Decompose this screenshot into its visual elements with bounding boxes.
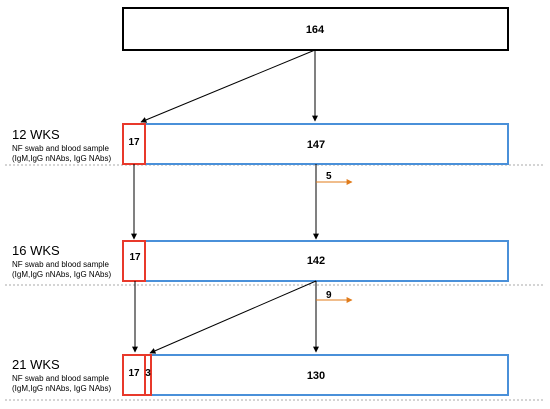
red-box-21wks-value: 17 (128, 368, 140, 379)
arrow-top-to-red-12 (140, 49, 316, 123)
top-box-value: 164 (306, 24, 325, 36)
stage-label-21wks: 21 WKS NF swab and blood sample (IgM,IgG… (12, 357, 142, 394)
red-box-16wks (122, 240, 146, 282)
blue-box-12wks-value: 147 (307, 139, 325, 151)
blue-box-21wks (122, 354, 509, 396)
red-box-12wks-value: 17 (128, 137, 140, 148)
blue-box-16wks-value: 142 (307, 255, 325, 267)
arrow-blue-16-to-red2-21 (149, 280, 317, 354)
dropout-value-9: 9 (326, 290, 332, 301)
red-box-16wks-value: 17 (129, 252, 141, 263)
stage-label-16wks: 16 WKS NF swab and blood sample (IgM,IgG… (12, 243, 142, 280)
top-box (122, 7, 509, 51)
stage-description-16wks: NF swab and blood sample (IgM,IgG nNAbs,… (12, 260, 112, 279)
stage-label-12wks: 12 WKS NF swab and blood sample (IgM,IgG… (12, 127, 142, 164)
dropout-value-5: 5 (326, 171, 332, 182)
red2-box-21wks (144, 354, 152, 396)
stage-description-21wks: NF swab and blood sample (IgM,IgG nNAbs,… (12, 374, 112, 393)
red2-box-21wks-value: 3 (145, 368, 151, 379)
stage-title-12wks: 12 WKS (12, 127, 60, 142)
stage-title-21wks: 21 WKS (12, 357, 60, 372)
blue-box-21wks-value: 130 (307, 370, 325, 382)
stage-description-12wks: NF swab and blood sample (IgM,IgG nNAbs,… (12, 144, 112, 163)
stage-title-16wks: 16 WKS (12, 243, 60, 258)
